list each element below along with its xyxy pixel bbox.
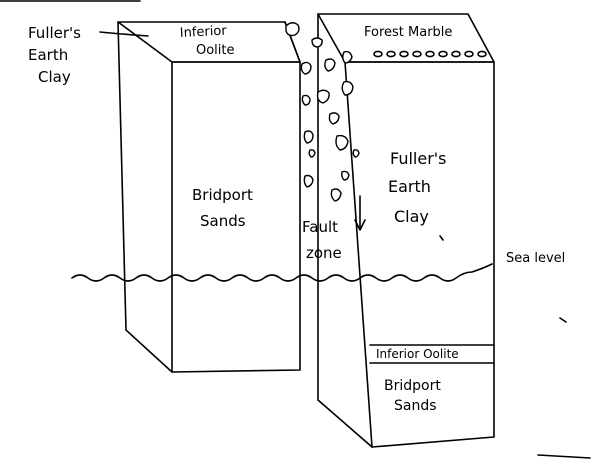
- sea-level-line: [71, 263, 493, 282]
- forest-marble-fossils: [373, 50, 487, 58]
- right-block: [317, 13, 495, 448]
- callout-pointer: [99, 31, 149, 37]
- right-top-label: Forest Marble: [364, 25, 452, 40]
- right-block-side-face: [317, 13, 373, 448]
- left-face-label-line2: Sands: [200, 212, 246, 230]
- inferior-oolite-band-label: Inferior Oolite: [376, 347, 459, 361]
- right-block-front-face: [344, 61, 495, 448]
- right-face-label-line1: Fuller's: [390, 149, 447, 168]
- left-callout-line3: Clay: [38, 68, 71, 86]
- right-lower-label-line2: Sands: [394, 398, 437, 414]
- left-block-front-face: [171, 61, 301, 373]
- stray-mark: [559, 317, 567, 323]
- fault-down-arrow: [354, 195, 366, 231]
- left-callout-line2: Earth: [28, 46, 68, 64]
- left-face-label-line1: Bridport: [192, 186, 253, 204]
- stray-mark: [439, 235, 444, 241]
- left-top-label-line2: Oolite: [196, 43, 235, 58]
- left-callout-line1: Fuller's: [28, 24, 81, 42]
- right-face-label-line2: Earth: [388, 177, 431, 196]
- right-lower-label-line1: Bridport: [384, 378, 441, 394]
- fault-breccia: [285, 22, 360, 202]
- fault-label-line1: Fault: [302, 218, 338, 236]
- right-face-label-line3: Clay: [394, 207, 429, 226]
- bottom-line: [537, 454, 591, 459]
- sea-level-label: Sea level: [506, 251, 565, 266]
- left-top-label-line1: Inferior: [179, 24, 227, 41]
- fault-label-line2: zone: [306, 244, 342, 262]
- left-block-side-face: [117, 21, 173, 373]
